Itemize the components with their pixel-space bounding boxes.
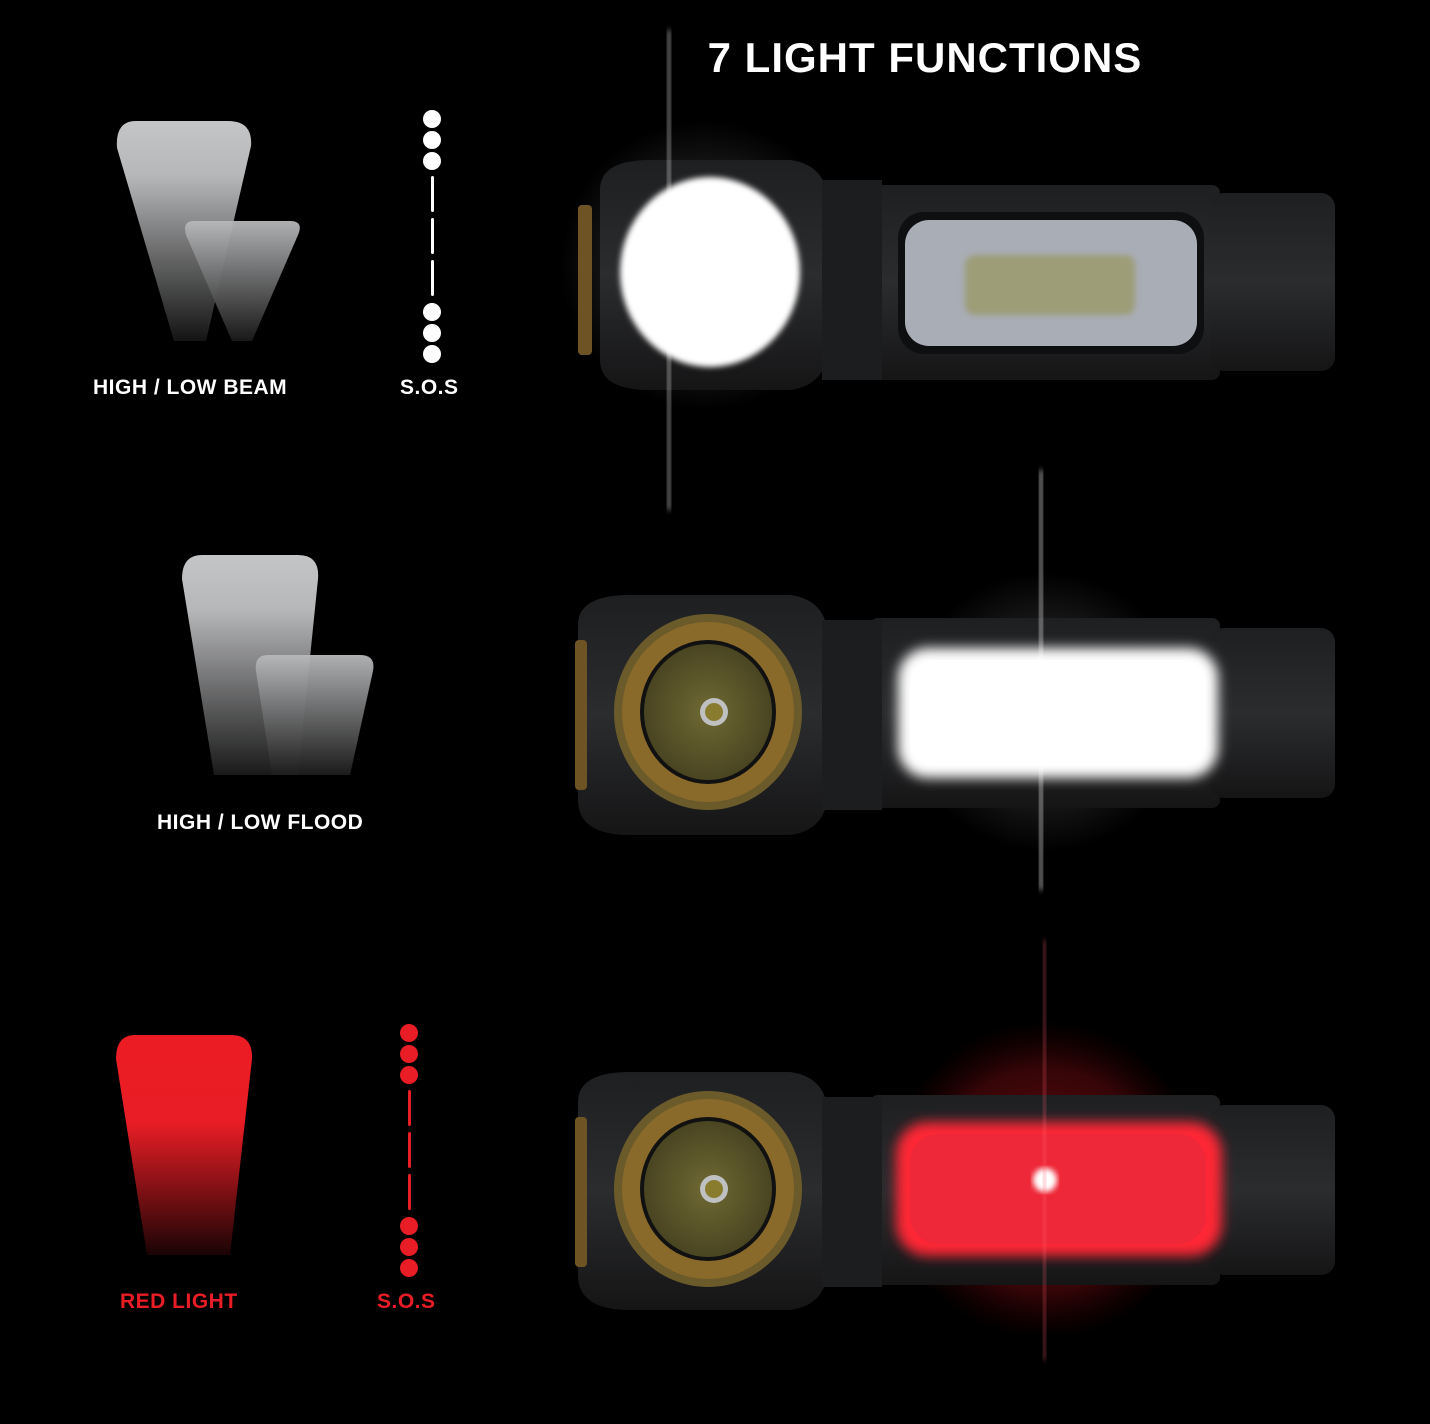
sos-morse-icon <box>423 110 443 366</box>
red-light-icon <box>116 1035 253 1255</box>
sos-morse-icon-red <box>400 1024 420 1280</box>
sos-label-red: S.O.S <box>377 1290 436 1313</box>
beam-icon <box>116 121 300 341</box>
headlamp-spot-on <box>560 30 1335 510</box>
flood-label: HIGH / LOW FLOOD <box>157 811 364 834</box>
red-light-label: RED LIGHT <box>120 1290 238 1313</box>
headlamp-red-on <box>575 940 1335 1360</box>
headlamp-flood-on <box>575 470 1335 890</box>
sos-label: S.O.S <box>400 376 459 399</box>
page-title: 7 LIGHT FUNCTIONS <box>707 34 1143 81</box>
beam-label: HIGH / LOW BEAM <box>93 376 288 399</box>
flood-icon <box>182 555 374 775</box>
